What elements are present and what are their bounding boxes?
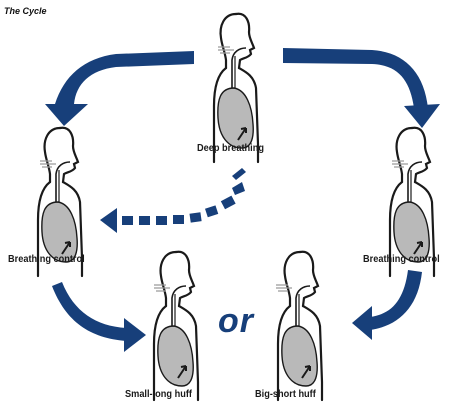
label-small-long-huff: Small-long huff — [125, 389, 192, 400]
dashed-return-arrow — [100, 168, 246, 233]
figure-small-long-huff — [152, 250, 200, 402]
arrow-top-right — [283, 48, 428, 108]
arrow-top-left — [55, 51, 194, 104]
arrow-bottom-left — [52, 282, 126, 341]
or-text: or — [218, 302, 254, 340]
arrow-top-right-head — [404, 104, 440, 128]
arrow-bottom-left-head — [124, 318, 146, 352]
label-big-short-huff: Big-short huff — [255, 389, 316, 400]
label-breathing-control-right: Breathing control — [363, 254, 440, 265]
arrow-bottom-right-head — [352, 306, 372, 340]
label-breathing-control-left: Breathing control — [8, 254, 85, 265]
figure-big-short-huff — [275, 250, 324, 402]
arrow-bottom-right — [370, 270, 422, 330]
figure-deep-breathing — [212, 12, 260, 164]
label-deep-breathing: Deep breathing — [197, 143, 264, 154]
diagram-title: The Cycle — [4, 6, 47, 16]
arrow-top-left-head — [45, 104, 88, 126]
